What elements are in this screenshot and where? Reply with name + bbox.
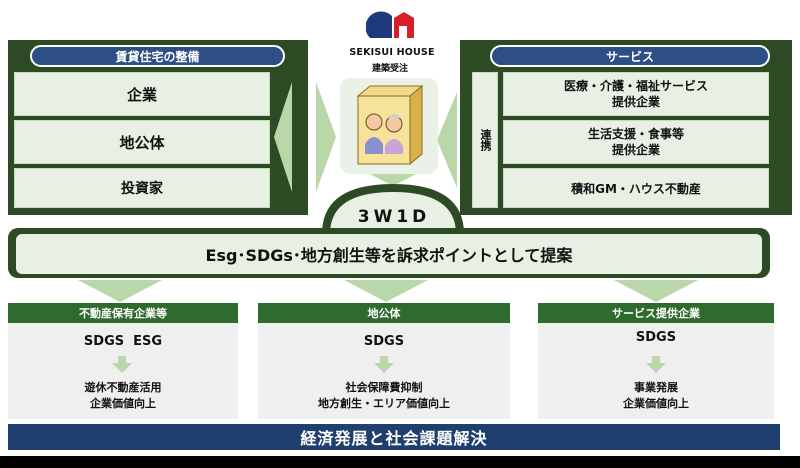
logo-subtitle: 建築受注	[371, 63, 408, 74]
card-real-estate-bottom1: 遊休不動産活用	[84, 380, 162, 394]
card-local-government-top: SDGS	[363, 333, 405, 349]
bottom-strip	[0, 456, 800, 468]
arrow-to-card-2	[344, 280, 428, 302]
left-arrows	[274, 82, 336, 192]
card-service-provider-bottom2: 企業価値向上	[623, 396, 689, 410]
left-item-toushika: 投資家	[14, 168, 270, 208]
arrows-to-cards	[78, 280, 698, 302]
card-service-provider-top: SDGS	[635, 329, 677, 345]
arrow-to-card-3	[614, 280, 698, 302]
card-service-provider-header: サービス提供企業	[538, 303, 774, 323]
left-arrow-pointing-left	[274, 82, 292, 192]
right-panel-header: サービス	[490, 45, 770, 67]
right-item-living-line2: 提供企業	[611, 143, 660, 157]
center-label-3w1d: 3W1D	[357, 207, 431, 227]
card-real-estate-top: SDGS ESG	[83, 333, 163, 349]
right-item-living: 生活支援・食事等 提供企業	[503, 120, 769, 164]
left-item-chikoutai: 地公体	[14, 120, 270, 164]
right-arrow-pointing-left	[437, 92, 457, 188]
card-real-estate-header: 不動産保有企業等	[8, 303, 238, 323]
center-dome	[322, 174, 464, 234]
card-real-estate-bottom2: 企業価値向上	[90, 396, 156, 410]
right-arrow	[437, 92, 457, 188]
main-banner-text: Esg･SDGs･地方創生等を訴求ポイントとして提案	[16, 234, 762, 274]
card-local-government-header: 地公体	[258, 303, 510, 323]
left-panel-header: 賃貸住宅の整備	[30, 45, 285, 67]
card-service-provider-arrow	[646, 356, 666, 373]
arrow-to-card-1	[78, 280, 162, 302]
card-local-government-bottom1: 社会保障費抑制	[345, 380, 423, 394]
sekisui-house-logo-icon	[366, 11, 414, 38]
logo-brand: SEKISUI HOUSE	[349, 46, 435, 58]
right-item-sekiwa: 積和GM・ハウス不動産	[503, 168, 769, 208]
card-local-government-bottom2: 地方創生・エリア価値向上	[318, 396, 450, 410]
right-item-medical-line1: 医療・介護・福祉サービス	[563, 79, 708, 93]
footer-banner: 経済発展と社会課題解決	[8, 424, 780, 450]
right-link-box: 連携	[472, 72, 498, 208]
elderly-couple-box-icon	[356, 84, 424, 166]
left-arrow-pointing-right	[316, 82, 336, 192]
right-item-living-line1: 生活支援・食事等	[587, 127, 684, 141]
right-item-medical: 医療・介護・福祉サービス 提供企業	[503, 72, 769, 116]
right-item-sekiwa-line1: 積和GM・ハウス不動産	[571, 181, 701, 196]
card-local-government-arrow	[374, 356, 394, 373]
link-label: 連携	[479, 129, 492, 151]
card-service-provider-bottom1: 事業発展	[634, 380, 678, 394]
card-real-estate-arrow	[112, 356, 132, 373]
left-item-kigyo: 企業	[14, 72, 270, 116]
right-item-medical-line2: 提供企業	[611, 95, 660, 109]
